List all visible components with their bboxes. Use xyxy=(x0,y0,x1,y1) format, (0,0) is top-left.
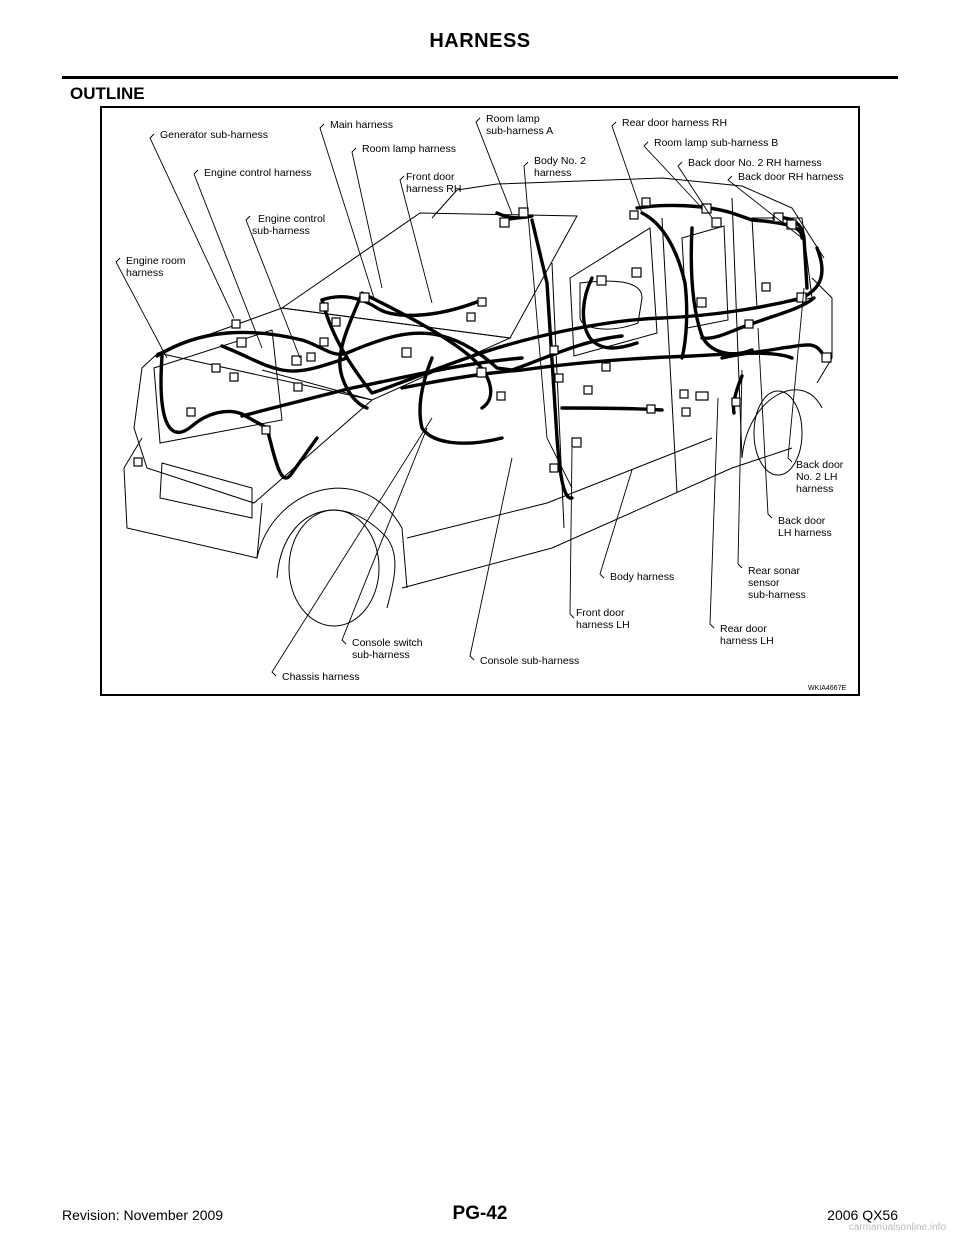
label-room-lamp-harness: Room lamp harness xyxy=(362,143,456,155)
label-rear-door-harness-lh-1: Rear door xyxy=(720,623,767,635)
label-engine-control-sub-harness-1: Engine control xyxy=(258,213,325,225)
label-rear-sonar-sub-harness-1: Rear sonar xyxy=(748,565,800,577)
footer-revision: Revision: November 2009 xyxy=(62,1207,224,1223)
section-heading: OUTLINE xyxy=(70,84,145,103)
label-console-switch-sub-harness-2: sub-harness xyxy=(352,649,410,661)
label-front-door-harness-rh-2: harness RH xyxy=(406,183,461,195)
label-back-door-no2-lh-harness-2: No. 2 LH xyxy=(796,471,837,483)
title-rule xyxy=(62,76,898,79)
leader-lines xyxy=(115,117,805,677)
watermark: carmanualsonline.info xyxy=(848,1222,946,1233)
label-room-lamp-sub-harness-b: Room lamp sub-harness B xyxy=(654,137,778,149)
harness-diagram: Generator sub-harness Main harness Room … xyxy=(100,106,860,696)
diagram-labels: Generator sub-harness Main harness Room … xyxy=(126,113,846,692)
label-back-door-lh-harness-1: Back door xyxy=(778,515,826,527)
label-rear-sonar-sub-harness-2: sensor xyxy=(748,577,780,589)
label-generator-sub-harness: Generator sub-harness xyxy=(160,129,268,141)
label-engine-control-sub-harness-2: sub-harness xyxy=(252,225,310,237)
label-rear-door-harness-rh: Rear door harness RH xyxy=(622,117,727,129)
label-engine-room-harness-2: harness xyxy=(126,267,163,279)
label-room-lamp-sub-harness-a-1: Room lamp xyxy=(486,113,540,125)
label-rear-sonar-sub-harness-3: sub-harness xyxy=(748,589,806,601)
label-back-door-no2-rh-harness: Back door No. 2 RH harness xyxy=(688,157,822,169)
page-title: HARNESS xyxy=(429,30,531,52)
label-console-switch-sub-harness-1: Console switch xyxy=(352,637,423,649)
label-body-harness: Body harness xyxy=(610,571,674,583)
label-front-door-harness-lh-1: Front door xyxy=(576,607,625,619)
label-back-door-no2-lh-harness-3: harness xyxy=(796,483,833,495)
label-front-door-harness-lh-2: harness LH xyxy=(576,619,630,631)
harness-bundles xyxy=(155,203,824,500)
label-engine-room-harness-1: Engine room xyxy=(126,255,186,267)
label-back-door-no2-lh-harness-1: Back door xyxy=(796,459,844,471)
figure-id: WKIA4667E xyxy=(808,685,846,692)
label-chassis-harness: Chassis harness xyxy=(282,671,360,683)
label-main-harness: Main harness xyxy=(330,119,393,131)
footer-model: 2006 QX56 xyxy=(827,1207,898,1223)
label-rear-door-harness-lh-2: harness LH xyxy=(720,635,774,647)
label-body-no2-harness-1: Body No. 2 xyxy=(534,155,586,167)
label-front-door-harness-rh-1: Front door xyxy=(406,171,455,183)
label-back-door-lh-harness-2: LH harness xyxy=(778,527,832,539)
label-console-sub-harness: Console sub-harness xyxy=(480,655,579,667)
footer-page-number: PG-42 xyxy=(452,1203,508,1224)
label-back-door-rh-harness: Back door RH harness xyxy=(738,171,844,183)
label-room-lamp-sub-harness-a-2: sub-harness A xyxy=(486,125,553,137)
label-engine-control-harness: Engine control harness xyxy=(204,167,311,179)
label-body-no2-harness-2: harness xyxy=(534,167,571,179)
harness-connectors xyxy=(133,197,832,473)
vehicle-outline xyxy=(123,177,833,627)
